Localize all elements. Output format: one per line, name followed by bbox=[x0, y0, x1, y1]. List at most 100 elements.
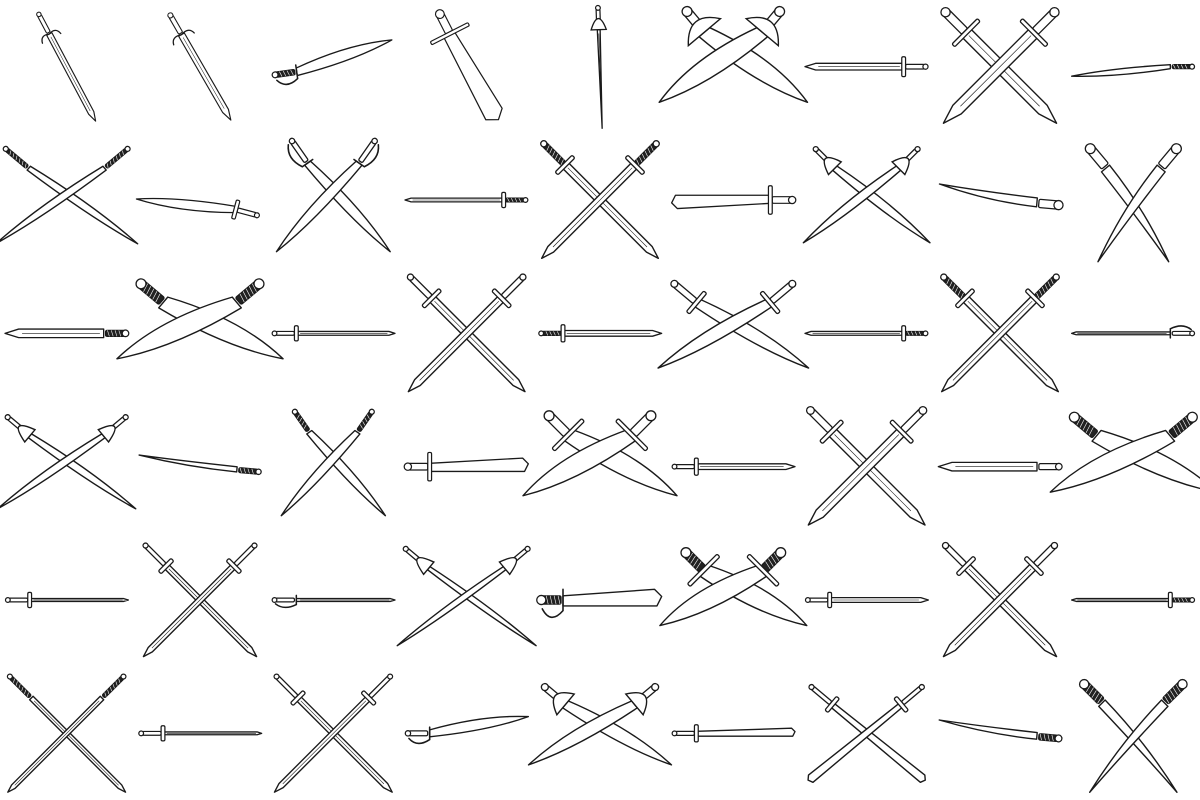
sword bbox=[135, 197, 260, 220]
rapier-icon bbox=[590, 4, 608, 129]
sword-right bbox=[396, 545, 531, 647]
katana-icon bbox=[1070, 63, 1196, 78]
crossed-parangs-icon bbox=[1049, 411, 1200, 493]
crossed-talwars-icon bbox=[280, 408, 387, 517]
sword-right bbox=[657, 279, 797, 369]
sword bbox=[671, 457, 796, 476]
sword-left bbox=[681, 5, 809, 104]
sword-left bbox=[1078, 678, 1178, 793]
sword-left bbox=[670, 279, 810, 369]
sword-left bbox=[1084, 143, 1170, 263]
claymore-icon bbox=[138, 725, 263, 742]
sword-right bbox=[407, 273, 527, 393]
crossed-bowie-knives-icon bbox=[659, 547, 808, 627]
sword bbox=[938, 719, 1063, 743]
sword-left bbox=[812, 145, 931, 244]
sword-right bbox=[522, 410, 657, 497]
sword-right bbox=[807, 683, 925, 783]
sword-right bbox=[807, 405, 928, 526]
sword bbox=[538, 324, 663, 343]
sword-right bbox=[1097, 143, 1183, 263]
sword bbox=[4, 591, 129, 609]
sword-right bbox=[1049, 411, 1198, 493]
sword bbox=[271, 325, 396, 342]
crossed-kukris-icon bbox=[1084, 143, 1183, 263]
sword-left bbox=[273, 673, 393, 793]
crossed-cutlasses-icon bbox=[658, 5, 809, 104]
crossed-cavalry-swords-icon bbox=[396, 545, 537, 647]
crossed-xiphos-icon bbox=[941, 541, 1059, 658]
sword bbox=[403, 451, 529, 482]
sword-right bbox=[658, 5, 786, 104]
sabre-icon bbox=[1071, 325, 1196, 339]
sword-left bbox=[402, 545, 537, 647]
gladius-icon bbox=[271, 325, 396, 342]
sword-left bbox=[540, 140, 660, 260]
sword-left bbox=[805, 405, 926, 526]
sword-right bbox=[280, 408, 375, 517]
sword bbox=[404, 191, 529, 209]
machete-icon bbox=[4, 328, 130, 339]
crossed-hook-swords-icon bbox=[807, 683, 926, 783]
crossed-broadswords-icon bbox=[940, 6, 1060, 124]
sword bbox=[671, 724, 796, 743]
sword-right bbox=[659, 547, 787, 627]
sword bbox=[271, 594, 396, 609]
crossed-cavalry-sabres-icon bbox=[0, 414, 137, 510]
sword-left bbox=[2, 145, 139, 245]
crossed-katanas-icon bbox=[0, 145, 139, 245]
sword-left bbox=[6, 673, 127, 793]
crossed-longswords-icon bbox=[540, 140, 660, 260]
falcata-icon bbox=[538, 324, 663, 343]
sword-left bbox=[940, 273, 1060, 393]
sword bbox=[1071, 591, 1196, 609]
crossed-claymores-icon bbox=[273, 673, 394, 793]
sword-left bbox=[940, 6, 1058, 124]
crossed-pirate-cutlasses-icon bbox=[527, 682, 673, 766]
kukri-icon bbox=[938, 183, 1064, 211]
crossed-arming-swords-icon bbox=[940, 273, 1060, 393]
sword bbox=[167, 12, 232, 121]
yatagan-icon bbox=[938, 719, 1063, 743]
crossed-ninjatos-icon bbox=[6, 673, 127, 793]
sword-right bbox=[0, 414, 129, 510]
sword-right bbox=[142, 542, 258, 658]
ornate-longsword-icon bbox=[167, 12, 232, 121]
xiphos-icon bbox=[804, 591, 929, 609]
sword bbox=[671, 185, 797, 215]
sword bbox=[430, 9, 503, 121]
arming-sword-icon bbox=[404, 191, 529, 209]
crossed-estocs-icon bbox=[142, 542, 258, 658]
hook-sword-icon bbox=[671, 724, 796, 743]
elven-sword-icon bbox=[36, 11, 97, 122]
crossed-scimitars-icon bbox=[522, 410, 678, 497]
sword bbox=[138, 454, 262, 476]
sword bbox=[1070, 63, 1196, 78]
crossed-shamshirs-icon bbox=[275, 137, 391, 253]
fantasy-cleaver-icon bbox=[430, 9, 503, 121]
sword-left bbox=[808, 683, 926, 783]
sword bbox=[938, 183, 1064, 211]
sword-right bbox=[7, 673, 127, 793]
crossed-yatagans-icon bbox=[1078, 678, 1188, 793]
short-sword-icon bbox=[804, 56, 929, 78]
scimitar-icon bbox=[271, 39, 393, 86]
viking-sword-icon bbox=[671, 457, 796, 476]
sword bbox=[4, 328, 130, 339]
bastard-sword-icon bbox=[804, 325, 929, 342]
shamshir-icon bbox=[135, 197, 260, 220]
crossed-viking-swords-icon bbox=[805, 405, 928, 526]
sword bbox=[404, 715, 530, 745]
sword bbox=[590, 4, 608, 129]
sword-right bbox=[802, 145, 921, 244]
cavalry-sabre-icon bbox=[271, 594, 396, 609]
sword-right bbox=[1089, 678, 1188, 793]
ninjato-icon bbox=[1071, 591, 1196, 609]
serrated-sword-icon bbox=[403, 451, 529, 482]
dao-sword-icon bbox=[671, 185, 797, 215]
sword-right bbox=[527, 682, 660, 766]
sword bbox=[536, 588, 663, 619]
sword-right bbox=[942, 541, 1059, 658]
